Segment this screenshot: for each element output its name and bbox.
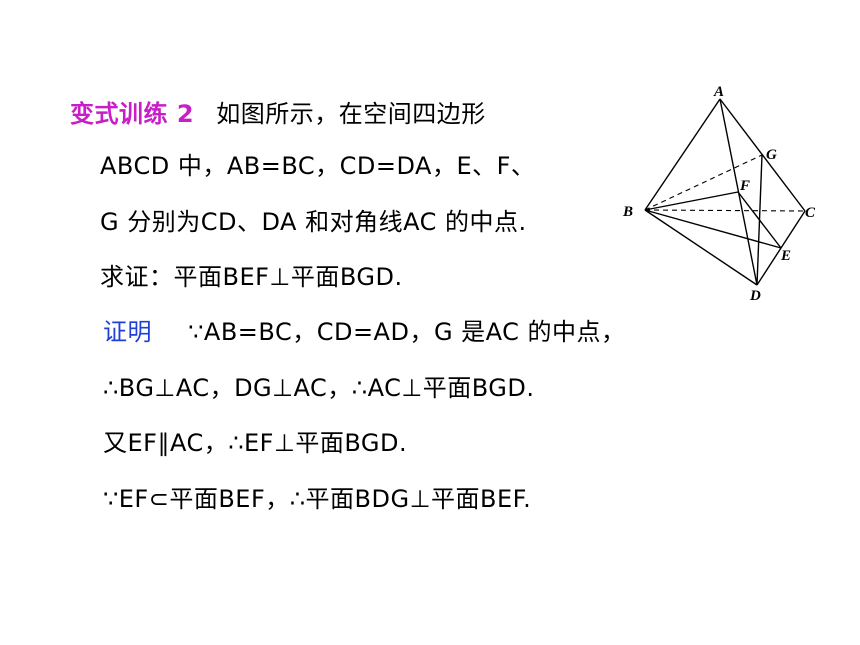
- label-D: D: [749, 288, 761, 304]
- proof-text-1: ∵AB=BC，CD=AD，G 是AC 的中点，: [188, 318, 626, 346]
- edge-BC-dashed: [644, 209, 806, 212]
- segment-BF: [644, 191, 739, 211]
- label-B: B: [622, 204, 633, 220]
- proof-line-2: ∴BG⊥AC，DG⊥AC，∴AC⊥平面BGD.: [103, 374, 535, 402]
- label-E: E: [780, 248, 791, 264]
- tetrahedron-figure: A B C D E F G: [622, 84, 816, 304]
- proof-line-4: ∵EF⊂平面BEF，∴平面BDG⊥平面BEF.: [103, 485, 532, 513]
- proof-line-3: 又EF∥AC，∴EF⊥平面BGD.: [103, 429, 408, 457]
- edge-AB: [644, 98, 721, 211]
- edge-AC: [719, 98, 806, 212]
- label-A: A: [713, 84, 724, 100]
- label-F: F: [739, 178, 750, 194]
- proof-label: 证明: [103, 318, 152, 346]
- problem-line-3: G 分别为CD、DA 和对角线AC 的中点.: [100, 208, 527, 236]
- label-G: G: [766, 147, 777, 163]
- problem-line-4: 求证：平面BEF⊥平面BGD.: [100, 263, 403, 291]
- segment-BG-dashed: [644, 154, 763, 211]
- proof-line-1: 证明 ∵AB=BC，CD=AD，G 是AC 的中点，: [103, 317, 626, 347]
- exercise-tag: 变式训练 2: [70, 100, 195, 128]
- label-C: C: [805, 205, 816, 221]
- segment-GD: [756, 154, 763, 286]
- problem-line-2: ABCD 中，AB=BC，CD=DA，E、F、: [100, 152, 536, 180]
- problem-text-1: 如图所示，在空间四边形: [216, 100, 486, 128]
- segment-BE: [644, 209, 782, 249]
- problem-line-1: 变式训练 2 如图所示，在空间四边形: [70, 99, 486, 129]
- edge-BD: [644, 209, 758, 286]
